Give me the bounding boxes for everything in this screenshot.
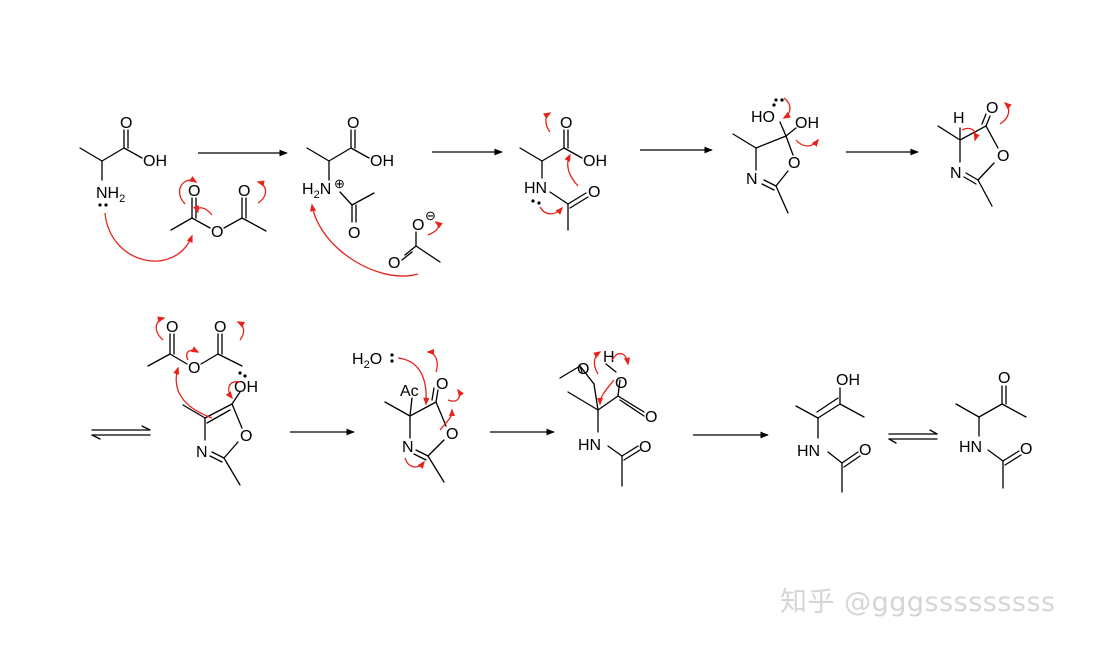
molecule-dihydroxy-oxazoline: HO OH O N [732,98,819,214]
molecule-mixed-anhydride: O H O O HN O [559,349,657,487]
atom-o: O [588,184,600,201]
atom-o: O [388,255,400,272]
atom-o: O [412,217,424,234]
atom-o: O [577,361,589,378]
atom-oh: OH [583,153,607,170]
molecule-n-acetylalanine: O OH HN O [519,115,607,231]
molecule-hydroxyoxazole: OH O N [182,371,258,486]
atom-o: O [211,224,223,241]
atom-o: O [997,148,1009,165]
atom-o: O [188,183,200,200]
molecule-acetate: O ⊖ O [388,208,441,272]
atom-hn: HN [797,443,820,460]
atom-n: N [950,165,962,182]
curly-arrows-step-3 [539,112,579,215]
atom-h2o: H2O [352,351,382,371]
atom-o: O [240,428,252,445]
molecule-oxazolone: H O O N [937,100,1009,207]
molecule-acyl-oxazolone: Ac O O N [384,376,458,483]
atom-o: O [1020,441,1032,458]
atom-o: O [645,409,657,426]
molecule-water: H2O [352,351,394,371]
curly-arrows-step-7 [397,348,465,469]
atom-n: N [402,439,414,456]
atom-nh2: NH2 [96,185,125,205]
atom-o: O [348,225,360,242]
atom-hn: HN [524,180,547,197]
atom-o: O [166,319,178,336]
atom-ac: Ac [400,383,419,400]
atom-oh: OH [234,379,258,396]
atom-o: O [859,442,871,459]
atom-o: O [986,100,998,117]
atom-oh: OH [143,153,167,170]
curly-arrows-step-5 [961,102,1012,142]
atom-o: O [188,360,200,377]
atom-hn: HN [578,437,601,454]
equilibrium-arrow [888,429,938,444]
molecule-acetic-anhydride: O O O [147,319,243,377]
equilibrium-arrow [91,425,151,440]
atom-o: O [347,115,359,132]
watermark: 知乎 @gggsssssssss [780,587,1056,618]
molecule-acylammonium: O OH H2N ⊕ O [302,115,394,242]
atom-h2n-plus: H2N [302,181,331,201]
molecule-alanine: O OH NH2 [79,115,167,207]
molecule-acetamido-ketone: O HN O [955,370,1032,489]
curly-arrows-step-6 [155,316,245,419]
atom-o: O [788,155,800,172]
atom-oh: OH [795,115,819,132]
atom-o: O [214,319,226,336]
curly-arrows-step-4 [782,97,819,147]
atom-o: O [998,370,1010,387]
atom-h: H [953,110,965,127]
atom-oh: OH [836,372,860,389]
atom-o: O [436,376,448,393]
curly-arrows-step-2 [310,203,443,277]
plus-charge: ⊕ [334,176,345,191]
molecule-enol: OH HN O [795,372,871,493]
atom-o: O [615,375,627,392]
atom-hn: HN [959,439,982,456]
atom-n: N [746,171,758,188]
atom-o: O [238,183,250,200]
atom-ho: HO [751,109,775,126]
atom-o: O [446,426,458,443]
minus-charge: ⊖ [425,208,436,223]
atom-h: H [603,349,615,366]
curly-arrows-step-8 [593,351,631,406]
atom-n: N [196,444,208,461]
atom-o: O [120,115,132,132]
curly-arrows-step-1 [104,176,267,262]
atom-oh: OH [370,153,394,170]
atom-o: O [639,439,651,456]
molecule-acetic-anhydride: O O O [170,183,267,241]
atom-o: O [560,115,572,132]
